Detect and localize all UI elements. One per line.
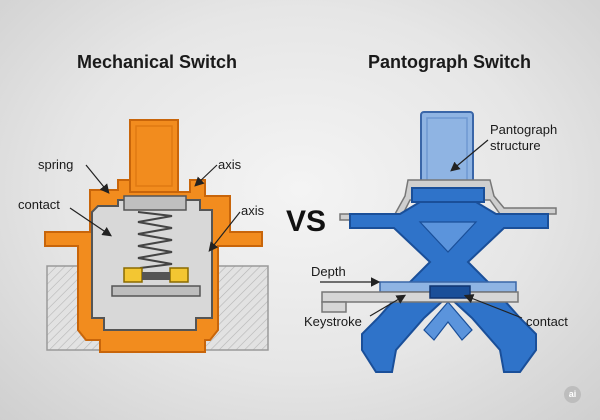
mechanical-spring <box>137 211 173 269</box>
label-contact-pantograph: contact <box>526 314 568 329</box>
label-pantograph-structure-line2: structure <box>490 138 541 153</box>
label-pantograph-structure-line1: Pantograph <box>490 122 558 137</box>
label-axis-top: axis <box>218 157 242 172</box>
label-axis-side: axis <box>241 203 265 218</box>
pantograph-switch-illustration <box>320 111 557 373</box>
label-depth: Depth <box>311 264 346 279</box>
pantograph-top-plate <box>411 187 485 203</box>
mechanical-switch-title: Mechanical Switch <box>77 52 238 72</box>
mechanical-contact-left <box>123 267 143 283</box>
mechanical-slider <box>123 195 187 211</box>
mechanical-contact-right <box>169 267 189 283</box>
label-spring: spring <box>38 157 74 172</box>
ai-badge: ai <box>564 386 581 403</box>
mechanical-switch-illustration <box>44 119 269 353</box>
label-contact-mechanical: contact <box>18 197 60 212</box>
label-keystroke: Keystroke <box>304 314 362 329</box>
pantograph-keycap <box>420 111 474 191</box>
mechanical-keycap <box>129 119 179 193</box>
pantograph-switch-title: Pantograph Switch <box>368 52 532 72</box>
versus-label: VS <box>286 205 327 238</box>
pantograph-contact-block <box>429 285 471 299</box>
